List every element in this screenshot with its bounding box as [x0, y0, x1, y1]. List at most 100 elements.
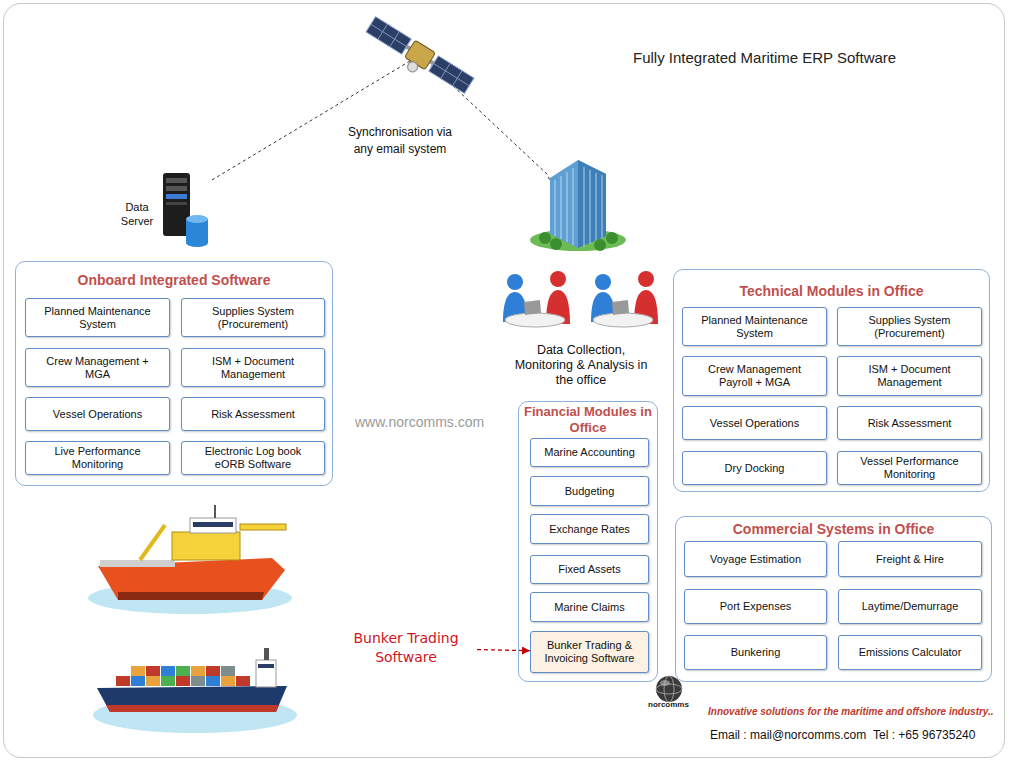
container-ship	[131, 666, 145, 676]
module-box: Emissions Calculator	[838, 635, 982, 670]
server-icon	[166, 178, 187, 183]
module-label: Live Performance Monitoring	[38, 445, 157, 471]
server-label: Data Server	[116, 200, 158, 228]
module-box: Vessel Performance Monitoring	[837, 451, 982, 485]
module-label: Bunker Trading & Invoicing Software	[535, 639, 644, 665]
satellite-icon	[406, 60, 420, 74]
module-box: Bunker Trading & Invoicing Software	[530, 631, 649, 673]
module-label: Supplies System (Procurement)	[194, 305, 312, 331]
logo-text: norcomms	[648, 700, 689, 709]
module-label: Planned Maintenance System	[695, 314, 814, 340]
offshore-vessel	[140, 525, 165, 560]
edge-label: Synchronisation via any email system	[338, 124, 462, 158]
offshore-vessel	[100, 560, 175, 567]
people-icons	[550, 271, 566, 287]
server-icon	[163, 173, 190, 236]
people-icons	[505, 313, 565, 327]
server-icon	[163, 173, 208, 247]
people-icons	[638, 271, 654, 287]
container-ship	[264, 648, 269, 660]
module-label: Fixed Assets	[558, 563, 620, 576]
container-ship	[97, 686, 287, 712]
people-icons	[595, 274, 611, 290]
container-ship	[176, 666, 190, 676]
people-icons	[524, 300, 541, 315]
module-box: Marine Claims	[530, 592, 649, 622]
company-logo	[656, 684, 682, 694]
satellite-icon	[361, 16, 475, 102]
offshore-vessel	[88, 505, 292, 614]
module-box: Fixed Assets	[530, 555, 649, 584]
module-label: Supplies System (Procurement)	[850, 314, 969, 340]
callout-text: Bunker Trading Software	[335, 629, 477, 667]
container-ship	[146, 666, 160, 676]
module-label: Exchange Rates	[549, 523, 630, 536]
container-ship	[221, 676, 235, 686]
satellite-icon	[366, 17, 411, 55]
server-icon	[186, 215, 208, 223]
container-ship	[106, 705, 279, 712]
sync-link	[212, 55, 549, 180]
module-box: Planned Maintenance System	[25, 298, 170, 337]
module-group: Technical Modules in OfficePlanned Maint…	[673, 269, 990, 492]
container-ship	[206, 666, 220, 676]
offshore-vessel	[98, 558, 285, 600]
module-label: Emissions Calculator	[859, 646, 962, 659]
container-ship	[236, 676, 250, 686]
container-ship	[206, 676, 220, 686]
module-box: Risk Assessment	[181, 397, 325, 431]
container-ship	[258, 664, 274, 668]
module-box: Freight & Hire	[838, 541, 982, 577]
offshore-vessel	[193, 522, 233, 527]
offshore-vessel	[240, 524, 286, 530]
module-label: Risk Assessment	[211, 408, 295, 421]
container-ship	[146, 676, 160, 686]
module-label: ISM + Document Management	[194, 355, 312, 381]
container-ship	[221, 666, 235, 676]
module-box: Vessel Operations	[682, 406, 827, 440]
tagline: Innovative solutions for the maritime an…	[708, 706, 994, 717]
satellite-icon	[366, 17, 411, 55]
module-label: Vessel Operations	[53, 408, 142, 421]
module-label: ISM + Document Management	[850, 363, 969, 389]
contact-phone: Tel : +65 96735240	[873, 728, 975, 742]
module-box: Crew Management Payroll + MGA	[682, 356, 827, 396]
module-label: Marine Claims	[554, 601, 624, 614]
server-icon	[166, 186, 187, 191]
module-group: Financial Modules in OfficeMarine Accoun…	[518, 401, 658, 682]
office-building	[550, 160, 606, 248]
offshore-vessel	[214, 505, 216, 518]
server-icon	[186, 219, 208, 247]
module-label: Planned Maintenance System	[38, 305, 157, 331]
callout-node: Bunker Trading Software	[335, 626, 477, 670]
module-box: Exchange Rates	[530, 514, 649, 544]
office-building	[550, 238, 562, 250]
satellite-icon	[405, 40, 436, 70]
module-label: Vessel Operations	[710, 417, 799, 430]
office-building	[606, 232, 618, 244]
company-logo	[664, 676, 674, 702]
offshore-vessel	[118, 592, 264, 600]
module-box: ISM + Document Management	[181, 348, 325, 387]
group-title: Onboard Integrated Software	[16, 272, 332, 288]
container-ship	[191, 676, 205, 686]
container-ship	[131, 676, 145, 686]
module-box: Crew Management + MGA	[25, 348, 170, 387]
people-icons	[507, 274, 523, 290]
office-label: Data Collection, Monitoring & Analysis i…	[514, 343, 648, 388]
module-box: Marine Accounting	[530, 438, 649, 467]
people-icons	[612, 300, 629, 315]
server-icon	[166, 202, 187, 205]
module-box: Vessel Operations	[25, 397, 170, 431]
module-label: Budgeting	[565, 485, 615, 498]
group-title: Technical Modules in Office	[674, 283, 989, 299]
container-ship	[176, 676, 190, 686]
module-label: Crew Management Payroll + MGA	[695, 363, 814, 389]
container-ship	[116, 676, 130, 686]
contact-email: Email : mail@norcomms.com	[710, 728, 866, 742]
module-box: Dry Docking	[682, 451, 827, 485]
container-ship	[191, 666, 205, 676]
office-building	[555, 167, 602, 247]
module-box: Laytime/Demurrage	[838, 589, 982, 624]
module-box: Supplies System (Procurement)	[837, 307, 982, 346]
